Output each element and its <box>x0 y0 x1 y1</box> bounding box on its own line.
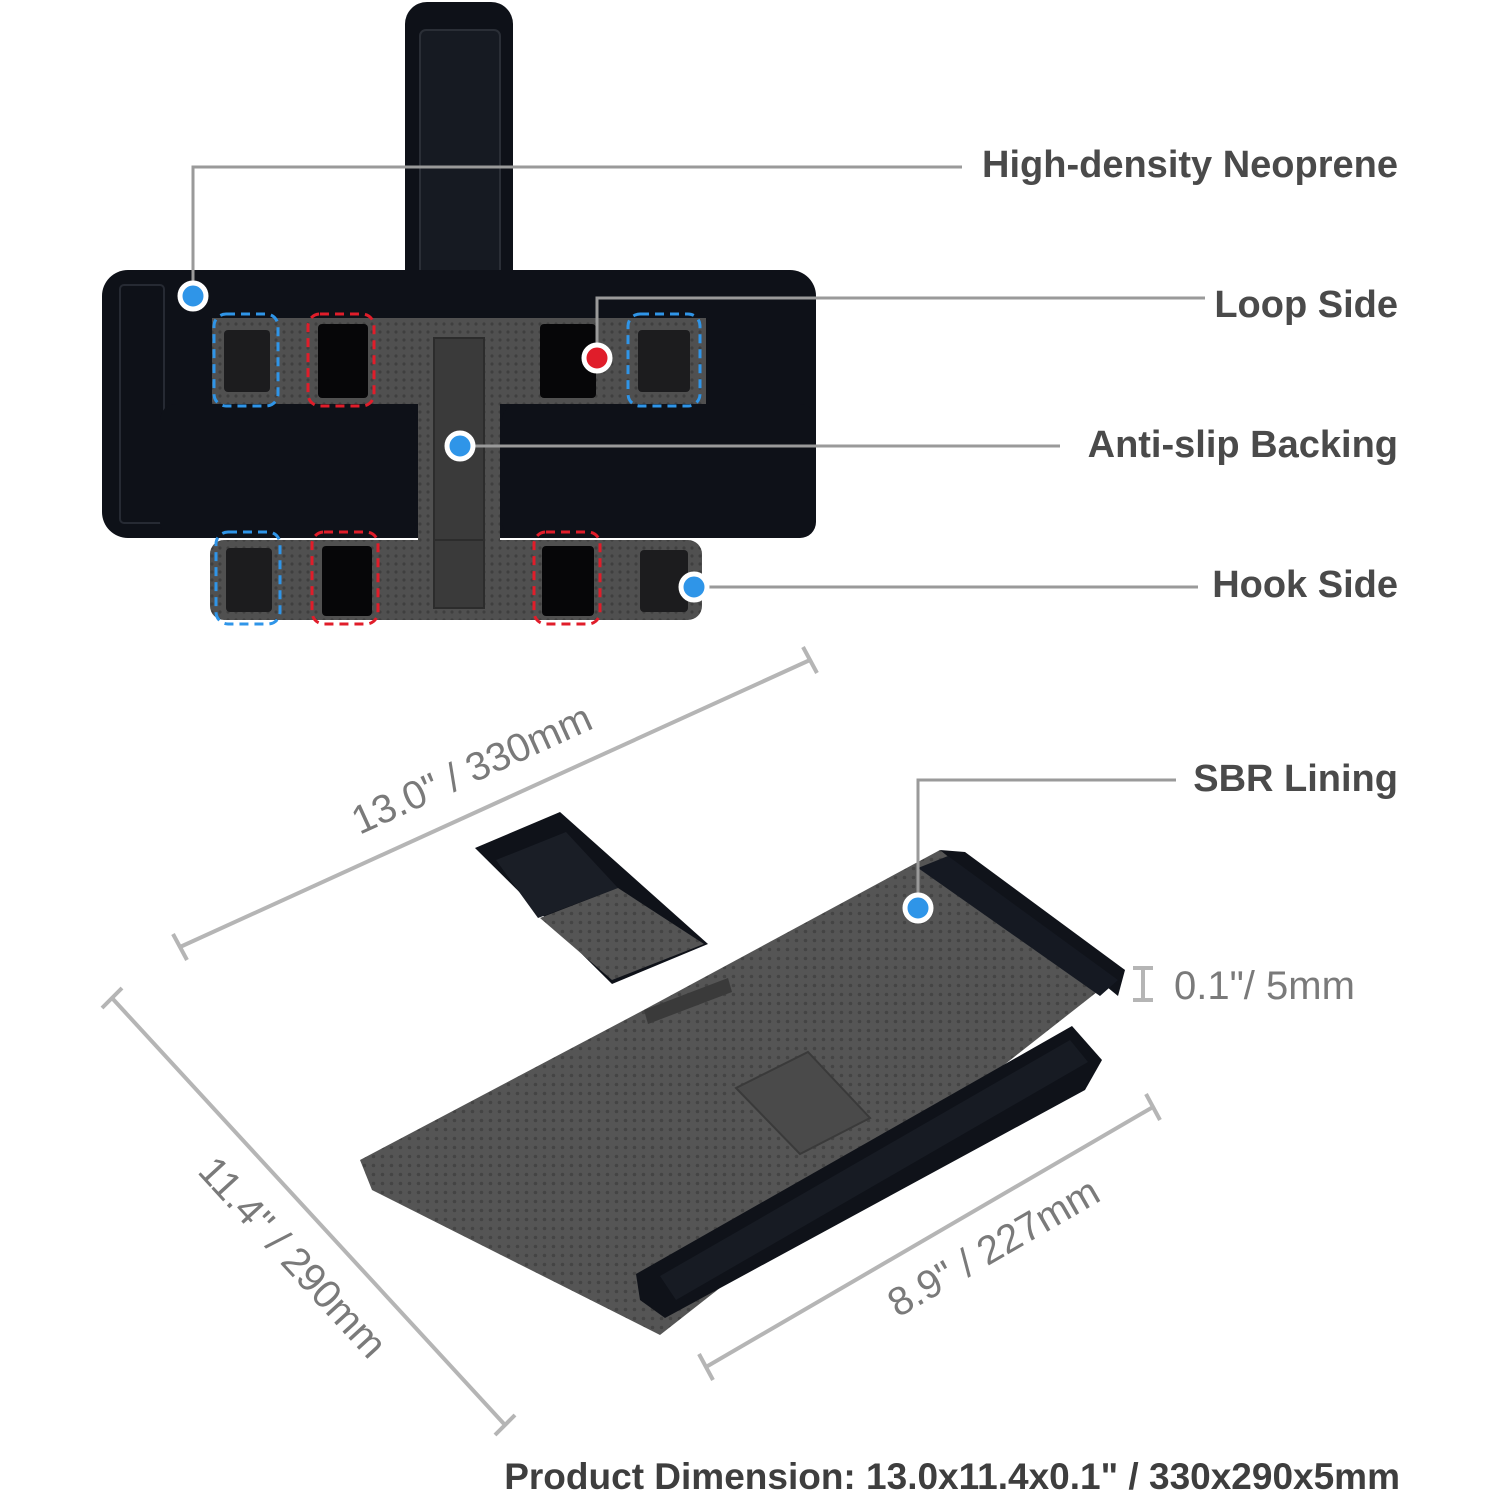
callout-leaders <box>191 165 1205 908</box>
bottom-product-view <box>360 812 1125 1335</box>
dimension-thickness-label: 0.1"/ 5mm <box>1174 964 1355 1008</box>
label-sbr-lining: SBR Lining <box>1193 758 1398 800</box>
loop-marker-dot <box>581 342 613 374</box>
dimension-lines <box>100 646 1162 1437</box>
label-anti-slip-backing: Anti-slip Backing <box>1087 424 1398 466</box>
hook-marker-dot <box>678 571 710 603</box>
label-loop-side: Loop Side <box>1214 284 1398 326</box>
neoprene-marker-dot <box>177 280 209 312</box>
top-product-view <box>102 2 816 626</box>
sbr-marker-dot <box>902 892 934 924</box>
label-hook-side: Hook Side <box>1212 564 1398 606</box>
label-high-density-neoprene: High-density Neoprene <box>982 144 1398 186</box>
product-dimension-footer: Product Dimension: 13.0x11.4x0.1" / 330x… <box>504 1456 1400 1497</box>
callout-dots <box>177 280 934 924</box>
anti-slip-marker-dot <box>444 430 476 462</box>
